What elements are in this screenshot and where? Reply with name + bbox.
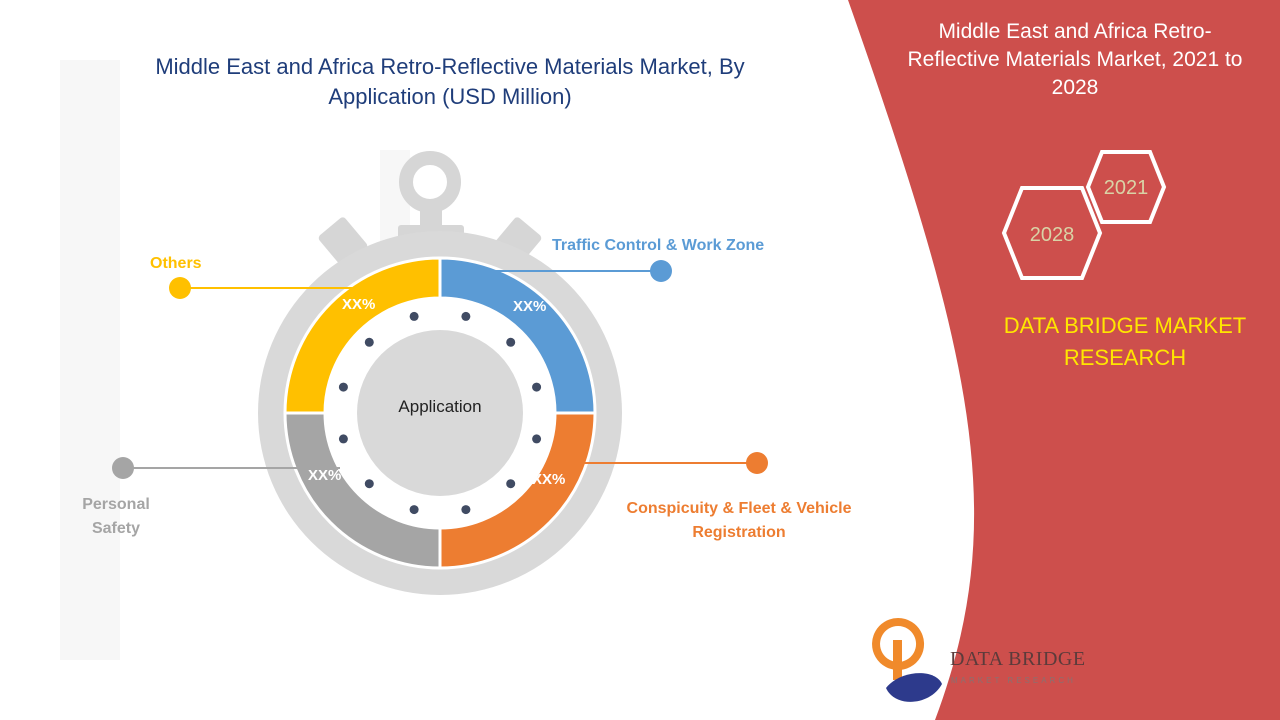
tick-dot [506,337,516,347]
label-personal-2: Safety [91,520,141,537]
hex-back [1085,150,1167,224]
tick-dot [506,479,516,489]
brand-line-2: RESEARCH [1063,345,1187,370]
logo-icon [872,618,942,702]
marker-traffic [650,260,672,282]
year-hexagons [1001,150,1167,280]
tick-dot [461,311,471,321]
label-personal-1: Personal [82,496,150,513]
value-traffic: XX% [513,298,547,315]
marker-personal [112,457,134,479]
brand-line-1: DATA BRIDGE MARKET [1003,313,1247,338]
chart-title: Middle East and Africa Retro-Reflective … [155,54,745,109]
hex-front-year: 2028 [1030,224,1075,246]
value-conspicuity: XX% [532,471,566,488]
tick-dot [532,434,542,444]
label-conspicuity-2: Registration [692,524,786,541]
tick-dot [409,311,419,321]
label-traffic: Traffic Control & Work Zone [552,237,765,254]
value-others: XX% [342,296,376,313]
tick-dots [338,311,542,515]
marker-conspicuity [746,452,768,474]
tick-dot [338,382,348,392]
tick-dot [364,479,374,489]
tick-dot [532,382,542,392]
tick-dot [409,505,419,515]
value-personal: XX% [308,467,342,484]
tick-dot [364,337,374,347]
label-others: Others [150,255,202,272]
hex-back-year: 2021 [1104,177,1149,199]
center-label: Application [398,397,482,416]
donut-chart [283,256,597,570]
center-disc [357,330,523,496]
label-conspicuity-1: Conspicuity & Fleet & Vehicle [626,500,852,517]
side-panel [848,0,1280,720]
connectors [112,260,768,479]
tick-dot [461,505,471,515]
marker-others [169,277,191,299]
tick-dot [338,434,348,444]
hex-front [1001,186,1103,280]
side-panel-title: Middle East and Africa Retro-Reflective … [907,20,1243,99]
logo-tagline: MARKET RESEARCH [951,676,1076,685]
logo-name: DATA BRIDGE [950,648,1086,670]
